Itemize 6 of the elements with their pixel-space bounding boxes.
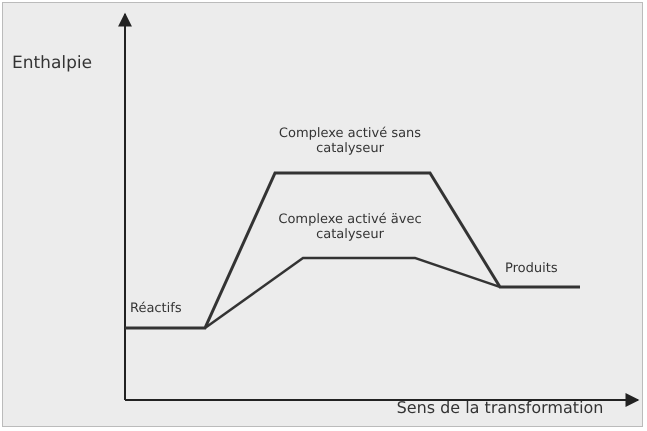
level-label: Complexe activé sans catalyseur	[278, 127, 422, 157]
level-label: Complexe activé ävec catalyseur	[277, 213, 423, 243]
level-label: Réactifs	[130, 302, 183, 317]
axis-title: Enthalpie	[12, 54, 94, 74]
level-label: Produits	[505, 262, 559, 277]
axis-title: Sens de la transformation	[396, 399, 604, 418]
